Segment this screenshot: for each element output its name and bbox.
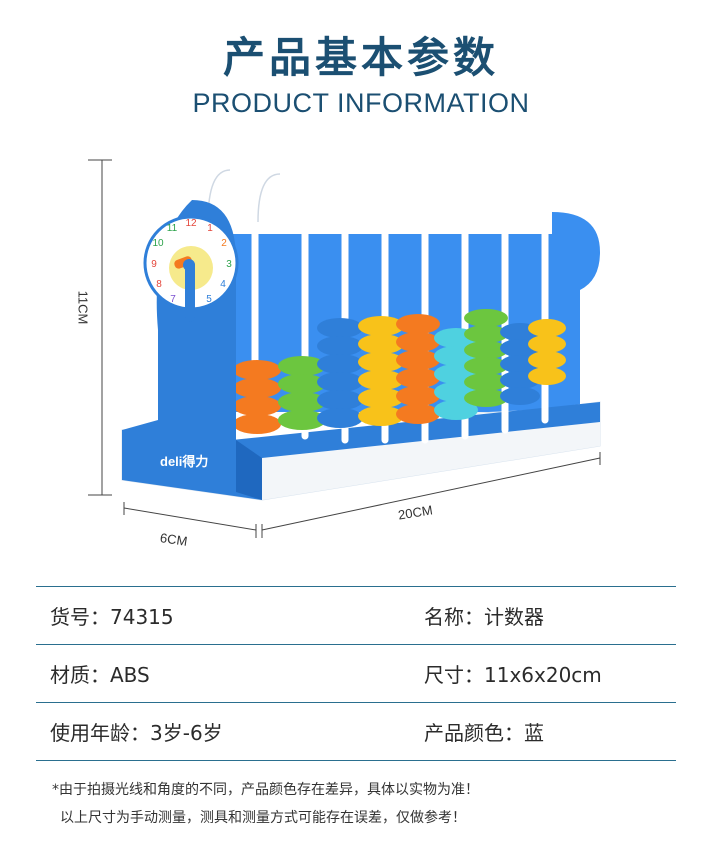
note-color-disclaimer: *由于拍摄光线和角度的不同，产品颜色存在差异，具体以实物为准！ [52, 782, 479, 798]
beads [233, 309, 566, 434]
clock-number: 7 [170, 294, 176, 305]
clock-number: 12 [185, 218, 197, 229]
clock-number: 3 [226, 259, 232, 270]
bead-column-3 [317, 318, 363, 428]
disclaimer-notes: *由于拍摄光线和角度的不同，产品颜色存在差异，具体以实物为准！ 以上尺寸为手动测… [52, 776, 692, 832]
bead-column-9 [528, 319, 566, 385]
clock-face: 12 1 2 3 4 5 6 7 8 9 10 11 [143, 215, 239, 322]
bead-column-2 [278, 356, 326, 430]
clock-number: 2 [221, 238, 227, 249]
bead-column-4 [358, 316, 404, 426]
clock-number: 1 [207, 223, 213, 234]
abacus-illustration: 12 1 2 3 4 5 6 7 8 9 10 11 deli得力 [88, 159, 601, 538]
spec-item-number: 货号：74315 [50, 605, 174, 629]
brand-logo: deli得力 [160, 454, 208, 469]
spec-color: 产品颜色：蓝 [424, 721, 544, 745]
clock-number: 5 [206, 294, 212, 305]
spec-age: 使用年龄：3岁-6岁 [50, 721, 223, 745]
clock-number: 9 [151, 259, 157, 270]
spec-row: 使用年龄：3岁-6岁 产品颜色：蓝 [36, 702, 676, 761]
clock-number: 8 [156, 279, 162, 290]
spec-name: 名称：计数器 [424, 605, 544, 629]
page-title: 产品基本参数 [222, 33, 499, 82]
note-measurement-disclaimer: 以上尺寸为手动测量，测具和测量方式可能存在误差，仅做参考！ [60, 810, 466, 826]
spec-material: 材质：ABS [50, 663, 150, 687]
page-subtitle: PRODUCT INFORMATION [192, 88, 530, 118]
wire-rods [201, 162, 549, 444]
bead-column-7 [464, 309, 508, 407]
spec-table: 货号：74315 名称：计数器 材质：ABS 尺寸：11x6x20cm 使用年龄… [36, 586, 676, 761]
height-dimension-label: 11CM [75, 290, 91, 325]
clock-number: 4 [220, 279, 226, 290]
spec-row: 货号：74315 名称：计数器 [36, 586, 676, 644]
spec-size: 尺寸：11x6x20cm [424, 663, 602, 687]
spec-row: 材质：ABS 尺寸：11x6x20cm [36, 644, 676, 702]
clock-number: 11 [167, 223, 178, 234]
bead-column-1 [233, 360, 281, 434]
clock-hour-hand [185, 260, 195, 322]
clock-number: 10 [152, 238, 164, 249]
bead-column-6 [434, 328, 478, 420]
bead-column-5 [396, 314, 440, 424]
dimension-lines [88, 159, 601, 538]
